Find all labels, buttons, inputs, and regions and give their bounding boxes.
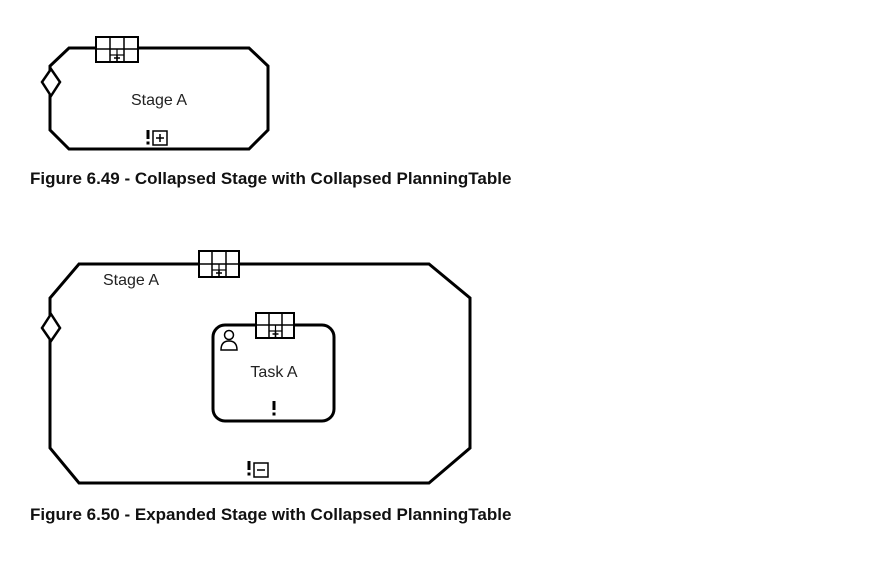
task-label: Task A	[250, 364, 297, 381]
exclamation-icon	[247, 461, 251, 476]
planning-table-icon[interactable]	[95, 36, 139, 63]
exclamation-icon	[272, 401, 276, 416]
exclamation-icon	[146, 130, 150, 145]
planning-table-icon[interactable]	[198, 250, 240, 278]
stage-label: Stage A	[131, 92, 187, 109]
diamond-icon	[40, 66, 62, 99]
minus-box-icon[interactable]	[253, 462, 269, 478]
person-icon	[220, 329, 238, 351]
planning-table-icon[interactable]	[255, 312, 295, 339]
figure-caption: Figure 6.49 - Collapsed Stage with Colla…	[30, 169, 512, 188]
plus-box-icon[interactable]	[152, 130, 168, 146]
stage-label: Stage A	[103, 272, 159, 289]
diamond-icon	[40, 311, 62, 344]
figure-caption: Figure 6.50 - Expanded Stage with Collap…	[30, 505, 512, 524]
